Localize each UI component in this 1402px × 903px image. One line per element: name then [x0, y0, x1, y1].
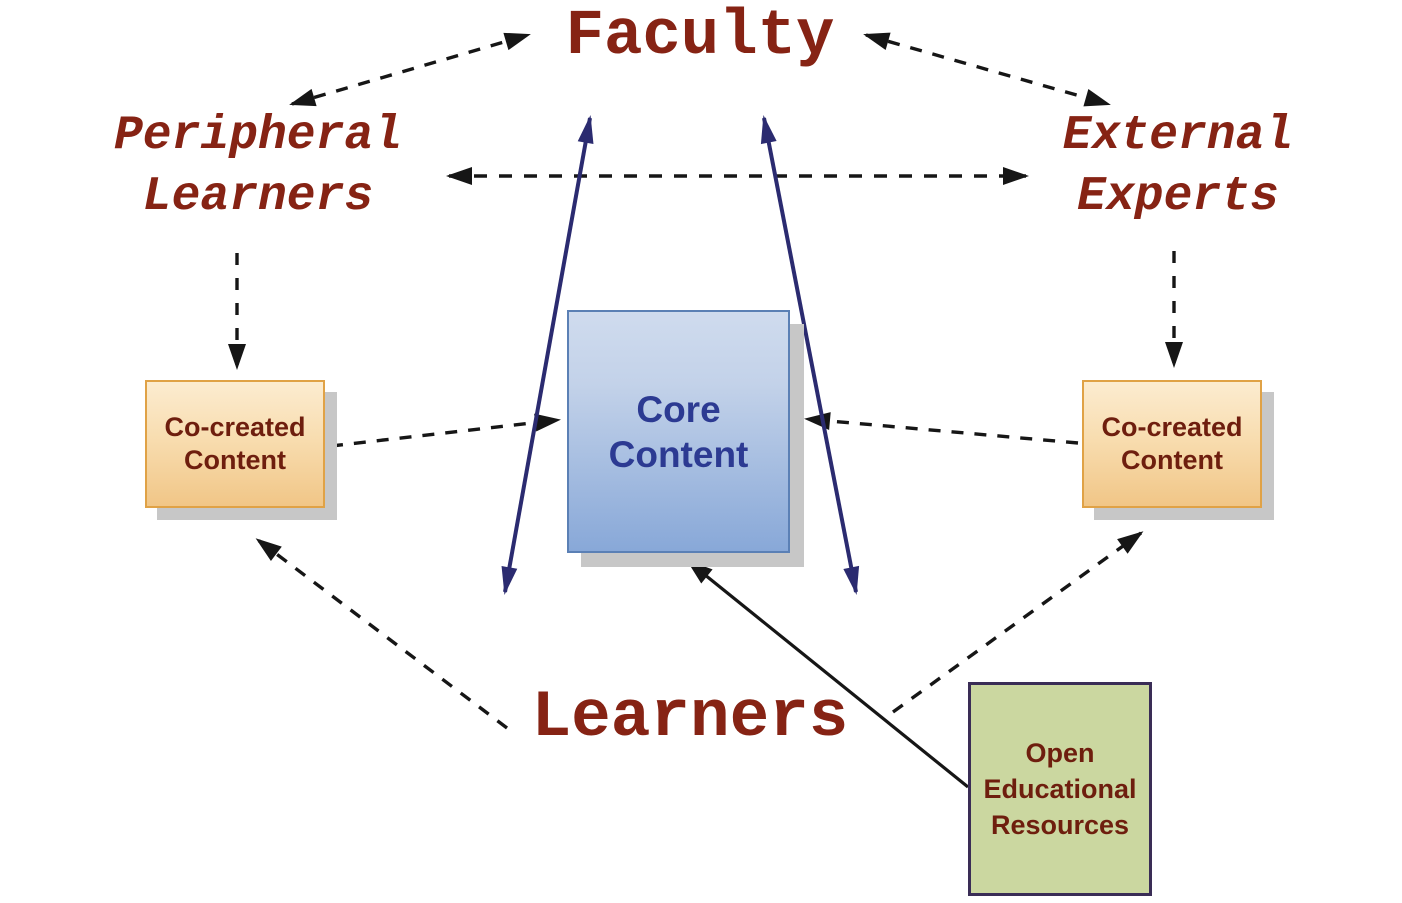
- core-content-line2: Content: [608, 433, 749, 475]
- cocreated-right-line1: Co-created: [1101, 412, 1243, 442]
- node-peripheral-learners: Peripheral Learners: [58, 106, 458, 228]
- arrow-cocreated-right-core: [804, 412, 1079, 445]
- node-cocreated-content-left: Co-created Content: [145, 380, 325, 508]
- peripheral-learners-line2: Learners: [142, 170, 374, 224]
- node-learners: Learners: [531, 680, 849, 755]
- oer-line2: Educational: [983, 774, 1137, 804]
- node-external-experts: External Experts: [978, 106, 1378, 228]
- peripheral-learners-line1: Peripheral: [113, 109, 403, 163]
- arrow-faculty-external: [863, 32, 1111, 107]
- arrow-learners-cocreated-right: [892, 531, 1144, 714]
- cocreated-right-line2: Content: [1121, 445, 1223, 475]
- arrow-navy-right: [760, 115, 860, 595]
- external-experts-line2: Experts: [1077, 170, 1279, 224]
- oer-line3: Resources: [990, 810, 1130, 840]
- node-cocreated-content-right: Co-created Content: [1082, 380, 1262, 508]
- arrow-oer-core: [686, 560, 970, 789]
- core-content-line1: Core: [636, 388, 721, 430]
- arrow-cocreated-left-core: [330, 413, 561, 448]
- external-experts-line1: External: [1062, 109, 1294, 163]
- arrow-learners-cocreated-left: [255, 538, 509, 730]
- node-open-educational-resources: Open Educational Resources: [968, 682, 1152, 896]
- oer-line1: Open: [1025, 738, 1095, 768]
- node-core-content: Core Content: [567, 310, 790, 553]
- cocreated-left-line2: Content: [184, 445, 286, 475]
- arrow-faculty-peripheral: [289, 32, 531, 107]
- node-faculty: Faculty: [565, 1, 835, 73]
- arrow-navy-left: [501, 115, 594, 595]
- cocreated-left-line1: Co-created: [164, 412, 306, 442]
